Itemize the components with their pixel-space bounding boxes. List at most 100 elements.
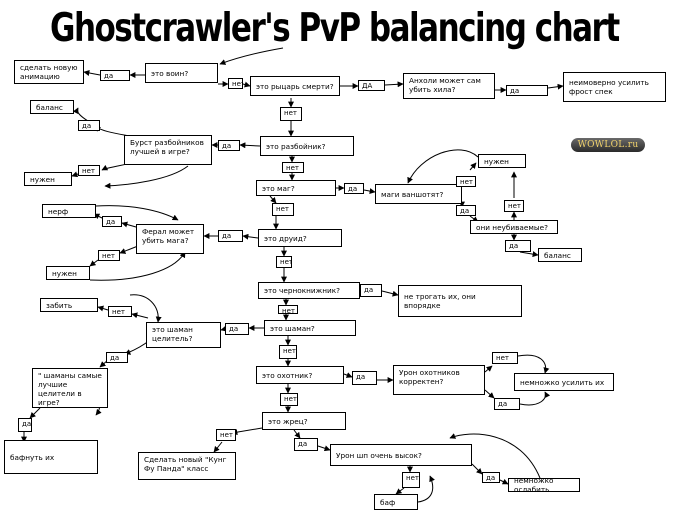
label-no: нет — [280, 107, 302, 121]
a-buff-frost: неимоверно усилить фрост спек — [563, 72, 666, 102]
site-logo: WOWLOL.ru — [571, 138, 645, 152]
edge — [89, 259, 99, 267]
a-nerf-a-bit: немножко ослабить — [508, 478, 580, 492]
label-no: нет — [402, 472, 420, 488]
label-no: нет — [228, 78, 243, 89]
q-invulnerable: они неубиваемые? — [470, 220, 558, 234]
edge — [384, 81, 404, 88]
a-balance: баланс — [538, 248, 582, 262]
label-yes: да — [482, 472, 500, 483]
label-no: нет — [279, 345, 297, 359]
a-ignore: забить — [40, 298, 98, 312]
edge — [131, 312, 149, 319]
label-yes: да — [494, 398, 520, 410]
label-no: нет — [272, 203, 294, 216]
q-shadow-damage-high: Урон шп очень высок? — [330, 444, 472, 466]
edge — [517, 354, 550, 374]
label-no: нет — [504, 200, 524, 212]
label-yes: да — [294, 438, 318, 451]
edge — [484, 389, 495, 399]
edge — [242, 81, 251, 88]
edge — [469, 162, 477, 171]
label-no: нет — [98, 250, 120, 261]
q-hunter: это охотник? — [256, 366, 344, 384]
edge — [239, 142, 261, 149]
edge — [395, 487, 405, 495]
label-yes: да — [360, 284, 382, 297]
a-buff: баф — [374, 494, 418, 510]
edge — [519, 251, 539, 258]
edge — [129, 294, 162, 323]
edge — [519, 391, 551, 406]
a-new-animation: сделать новую анимацию — [14, 60, 84, 84]
edge — [547, 83, 564, 90]
label-no: нет — [276, 256, 292, 268]
q-rogue: это разбойник? — [260, 136, 354, 156]
edge — [72, 107, 89, 122]
a-nerf: нерф — [42, 204, 96, 218]
edge — [29, 407, 41, 419]
edge — [242, 233, 259, 240]
label-no: нет — [456, 176, 476, 187]
label-yes: да — [352, 371, 377, 385]
label-yes: да — [344, 183, 364, 194]
label-no: нет — [108, 306, 132, 317]
edge — [317, 445, 331, 452]
edge — [220, 325, 227, 332]
label-yes: ДА — [358, 80, 385, 91]
label-yes: да — [505, 240, 531, 252]
q-healer-shaman: это шаман целитель? — [146, 322, 221, 348]
edge — [71, 171, 79, 178]
a-leave-alone: не трогать их, они впорядке — [398, 285, 522, 317]
edge — [97, 305, 109, 312]
edge — [471, 463, 483, 475]
q-hunter-damage: Урон охотников корректен? — [393, 365, 485, 395]
edge — [499, 478, 509, 485]
a-needs-buff: нужен баф — [46, 266, 90, 280]
edge — [231, 427, 263, 436]
q-mage: это маг? — [256, 180, 336, 196]
edge — [121, 221, 137, 228]
chart-title: Ghostcrawler's PvP balancing chart — [50, 6, 620, 51]
label-yes: да — [456, 205, 476, 216]
q-warrior: это воин? — [145, 63, 218, 83]
q-shaman: это шаман? — [264, 320, 356, 336]
q-priest: это жрец? — [262, 412, 346, 430]
edge — [363, 188, 376, 194]
edge — [119, 245, 139, 254]
a-buff-a-bit: немножко усилить их — [514, 373, 614, 391]
label-no: нет — [216, 429, 236, 441]
edge — [83, 70, 101, 76]
a-new-kungfu-panda-class: Сделать новый "Кунг Фу Панда" класс — [138, 452, 236, 480]
a-needs-buff: нужен баф — [24, 172, 72, 186]
edge — [417, 475, 435, 503]
label-yes: да — [18, 418, 32, 432]
q-warlock: это чернокнижник? — [258, 282, 360, 299]
q-mages-oneshot: маги ваншотят? — [375, 184, 462, 204]
edge — [484, 365, 493, 373]
edge — [89, 251, 186, 281]
a-buff-them: бафнуть их — [4, 440, 98, 474]
label-yes: да — [506, 85, 548, 96]
label-no: нет — [282, 162, 304, 173]
q-druid: это друид? — [258, 229, 342, 247]
edge — [95, 205, 179, 221]
q-unholy-kill-healer: Анхоли может сам убить хила? — [403, 73, 495, 99]
label-no: нет — [78, 165, 100, 176]
label-no: нет — [278, 305, 298, 314]
edge — [213, 441, 223, 453]
label-yes: да — [218, 230, 243, 242]
edge — [449, 433, 541, 479]
label-yes: да — [106, 352, 128, 363]
a-needs-buff: нужен баф — [478, 154, 526, 168]
label-yes: да — [225, 323, 249, 335]
title-arrow — [219, 47, 284, 65]
label-yes: да — [100, 70, 130, 81]
q-feral-kill-mage: Ферал может убить мага? — [136, 224, 204, 254]
a-balance: баланс — [30, 100, 74, 114]
edge — [104, 165, 189, 189]
edge — [407, 149, 479, 184]
edge — [343, 372, 353, 378]
q-rogue-burst: Бурст разбойников лучшей в игре? — [124, 135, 212, 165]
